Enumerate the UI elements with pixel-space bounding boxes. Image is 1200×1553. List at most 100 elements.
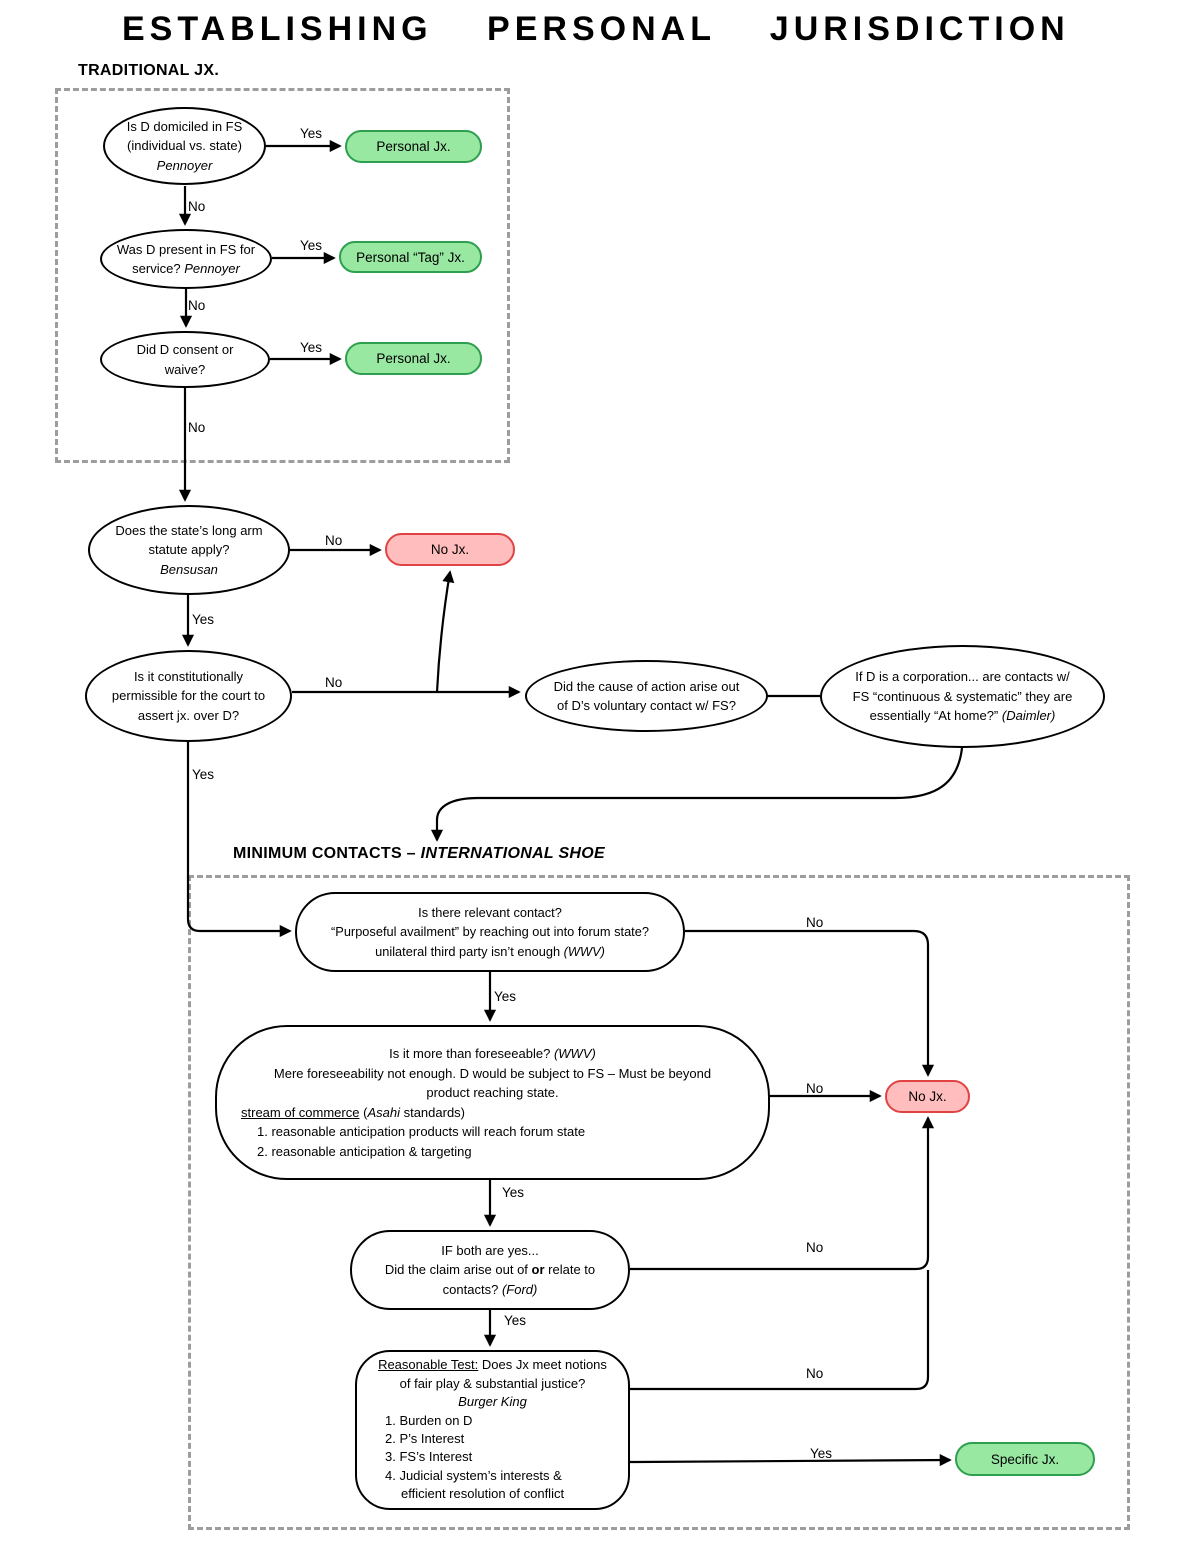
- node-line: If D is a corporation... are contacts w/: [855, 669, 1070, 685]
- list-item: 3. FS’s Interest: [385, 1449, 473, 1465]
- node-daimler-general-jx: If D is a corporation... are contacts w/…: [820, 645, 1105, 748]
- edge-label-relevant-contact-no: No: [806, 915, 824, 930]
- node-line: statute apply?: [148, 542, 230, 558]
- case-citation: Pennoyer: [156, 157, 213, 173]
- node-consent-question: Did D consent or waive?: [100, 331, 270, 388]
- node-line: Mere foreseeability not enough. D would …: [273, 1065, 712, 1081]
- minimum-contacts-section-box: [188, 875, 1130, 1530]
- node-line: Does the state’s long arm: [115, 522, 263, 538]
- edge-branch-to-no-jx: [435, 570, 455, 693]
- node-foreseeability-stream-of-commerce: Is it more than foreseeable? (WWV) Mere …: [215, 1025, 770, 1180]
- outcome-no-jx-2: No Jx.: [885, 1080, 970, 1113]
- outcome-specific-jx: Specific Jx.: [955, 1442, 1095, 1476]
- node-arise-or-relate-question: IF both are yes... Did the claim arise o…: [350, 1230, 630, 1310]
- outcome-label: Personal “Tag” Jx.: [356, 249, 465, 265]
- case-citation: (Ford): [501, 1281, 538, 1297]
- node-relevant-contact-question: Is there relevant contact? “Purposeful a…: [295, 892, 685, 972]
- node-line-text: contacts?: [442, 1281, 499, 1297]
- edge-label-consent-yes: Yes: [300, 340, 323, 355]
- page-title: ESTABLISHING PERSONAL JURISDICTION: [122, 10, 1070, 48]
- case-citation: Bensusan: [160, 561, 218, 577]
- case-citation: Burger King: [458, 1394, 527, 1410]
- node-line: of D’s voluntary contact w/ FS?: [557, 698, 736, 713]
- edge-label-reasonable-yes: Yes: [810, 1446, 833, 1461]
- outcome-personal-jx-1: Personal Jx.: [345, 130, 482, 163]
- minimum-contacts-heading-text: MINIMUM CONTACTS –: [233, 845, 421, 862]
- node-line: assert jx. over D?: [137, 707, 240, 723]
- node-line-text: essentially “At home?”: [869, 708, 999, 724]
- node-line: Did the cause of action arise out: [553, 678, 740, 694]
- node-line: Is it more than foreseeable? (WWV): [235, 1044, 750, 1064]
- edge-daimler-to-minimum-contacts: [430, 747, 964, 842]
- edge-label-constitutional-no: No: [325, 675, 343, 690]
- node-domicile-question: Is D domiciled in FS (individual vs. sta…: [103, 107, 266, 185]
- node-line: Is there relevant contact?: [418, 905, 562, 921]
- list-item-continuation: efficient resolution of conflict: [401, 1486, 565, 1502]
- edge-label-domicile-no: No: [188, 199, 206, 214]
- stream-of-commerce-label: stream of commerce: [241, 1104, 360, 1120]
- node-line: of fair play & substantial justice?: [399, 1375, 586, 1391]
- outcome-label: Personal Jx.: [376, 351, 451, 366]
- edge-label-reasonable-no: No: [806, 1366, 824, 1381]
- edge-constitutional-yes: [186, 742, 292, 938]
- stream-of-commerce-line: stream of commerce (Asahi standards): [235, 1103, 750, 1123]
- node-line: Was D present in FS for: [116, 241, 256, 257]
- node-cause-of-action-question: Did the cause of action arise out of D’s…: [525, 660, 768, 732]
- node-line-text: service?: [132, 261, 181, 276]
- outcome-label: No Jx.: [908, 1089, 947, 1104]
- edge-label-domicile-yes: Yes: [300, 126, 323, 141]
- edge-label-longarm-no: No: [325, 533, 343, 548]
- edge-reasonable-no: [630, 1270, 930, 1391]
- edge-label-present-yes: Yes: [300, 238, 323, 253]
- case-citation: Asahi: [367, 1104, 400, 1120]
- edge-label-consent-no: No: [188, 420, 206, 435]
- list-item: 4. Judicial system’s interests &: [385, 1467, 562, 1483]
- node-line-text: Did the claim arise out of: [384, 1262, 528, 1278]
- node-line-text: Does Jx meet notions: [481, 1357, 607, 1373]
- node-line: essentially “At home?” (Daimler): [834, 706, 1091, 726]
- edge-reasonable-yes: [629, 1454, 952, 1467]
- minimum-contacts-heading-case: INTERNATIONAL SHOE: [420, 845, 605, 862]
- outcome-personal-jx-2: Personal Jx.: [345, 342, 482, 375]
- edge-label-arise-yes: Yes: [504, 1313, 527, 1328]
- node-line: Is it constitutionally: [133, 668, 244, 684]
- node-line-text: relate to: [548, 1262, 596, 1278]
- edge-label-constitutional-yes: Yes: [192, 767, 215, 782]
- node-line-text: (: [359, 1104, 368, 1120]
- edge-label-longarm-yes: Yes: [192, 612, 215, 627]
- node-line: Reasonable Test: Does Jx meet notions: [367, 1356, 618, 1374]
- node-line: Did D consent or: [136, 342, 234, 357]
- case-citation: (Daimler): [1001, 708, 1056, 724]
- list-item: 1. reasonable anticipation products will…: [257, 1124, 586, 1139]
- list-item: 2. P’s Interest: [385, 1431, 465, 1446]
- case-citation: (WWV): [563, 943, 605, 959]
- node-line: contacts? (Ford): [364, 1280, 616, 1300]
- list-item: 2. reasonable anticipation & targeting: [257, 1143, 472, 1159]
- case-citation: (WWV): [553, 1046, 596, 1061]
- outcome-no-jx-1: No Jx.: [385, 533, 515, 566]
- edge-arise-no: [630, 1116, 935, 1271]
- node-line-text: unilateral third party isn’t enough: [375, 943, 561, 959]
- node-constitutional-question: Is it constitutionally permissible for t…: [85, 650, 292, 742]
- traditional-section-heading: TRADITIONAL JX.: [78, 62, 220, 79]
- node-line: permissible for the court to: [111, 688, 266, 704]
- node-line: IF both are yes...: [441, 1242, 539, 1258]
- node-line: (individual vs. state): [127, 138, 242, 154]
- node-line: unilateral third party isn’t enough (WWV…: [309, 942, 671, 961]
- node-line: product reaching state.: [426, 1085, 559, 1100]
- minimum-contacts-heading: MINIMUM CONTACTS – INTERNATIONAL SHOE: [233, 845, 605, 863]
- traditional-section-box: [55, 88, 510, 463]
- node-line-text: standards): [399, 1104, 466, 1120]
- node-line-text: Is it more than foreseeable?: [389, 1046, 551, 1061]
- reasonable-test-label: Reasonable Test:: [378, 1357, 479, 1373]
- outcome-label: No Jx.: [430, 542, 470, 557]
- edge-label-present-no: No: [188, 298, 206, 313]
- node-reasonableness-test: Reasonable Test: Does Jx meet notions of…: [355, 1350, 630, 1510]
- edge-label-arise-no: No: [806, 1240, 824, 1255]
- outcome-label: Specific Jx.: [990, 1451, 1060, 1467]
- node-line: Did the claim arise out of or relate to: [364, 1260, 616, 1280]
- node-line: FS “continuous & systematic” they are: [852, 688, 1073, 704]
- node-line: service? Pennoyer: [114, 259, 258, 279]
